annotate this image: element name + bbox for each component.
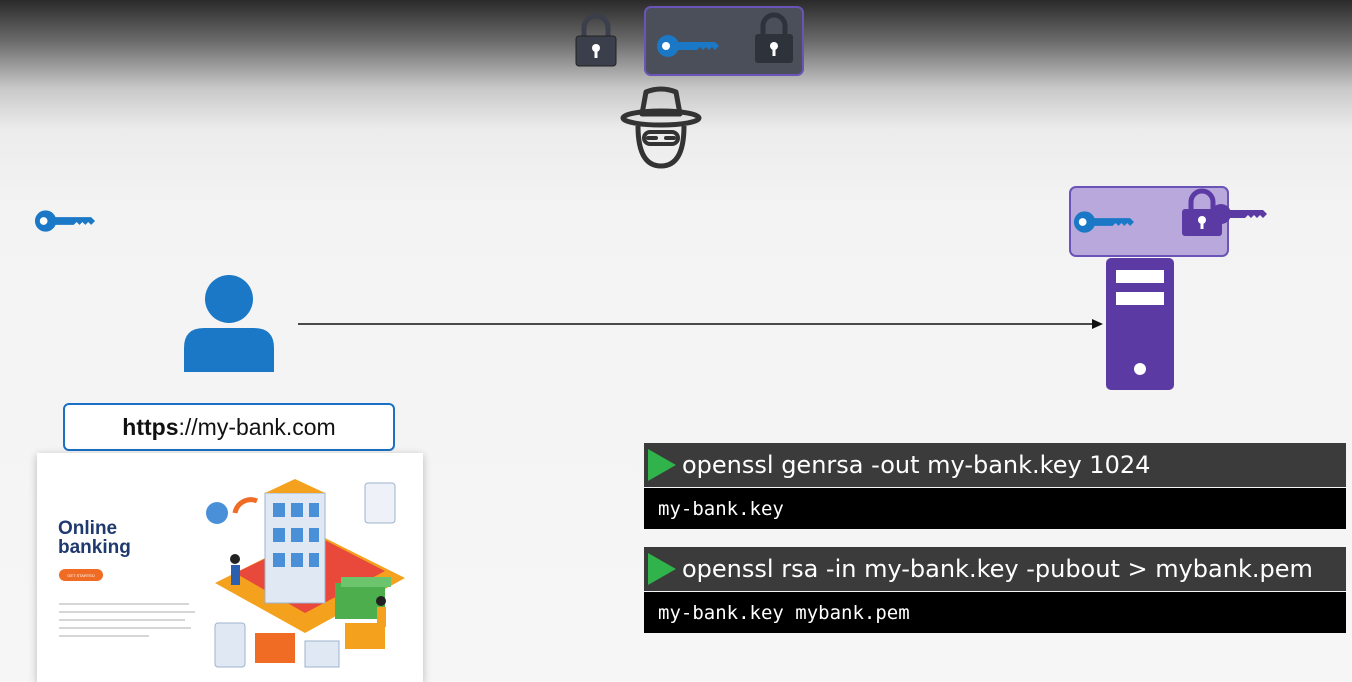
terminal-output: my-bank.key mybank.pem [644,592,1346,633]
key-icon [1211,204,1267,224]
url-scheme: https [122,413,179,440]
play-icon [648,553,676,585]
terminal-output: my-bank.key [644,488,1346,529]
text-line [59,635,149,637]
connection-arrow [298,319,1103,329]
key-icon [657,35,719,57]
padlock-icon [575,13,617,67]
url-bar[interactable]: https://my-bank.com [63,403,395,451]
url-rest: ://my-bank.com [178,413,336,440]
text-line [59,619,185,621]
bank-page-title: Online banking [58,518,131,558]
user-icon [184,275,274,372]
terminal-command-row: openssl rsa -in my-bank.key -pubout > my… [644,547,1346,591]
server-icon [1106,258,1174,390]
isometric-bank-illustration [206,479,405,668]
key-icon [34,210,95,232]
terminal-command: openssl rsa -in my-bank.key -pubout > my… [682,555,1313,583]
padlock-icon [755,12,793,63]
text-line [59,611,195,613]
text-line [59,603,189,605]
bank-website-preview: Online banking GET STARTED [37,453,423,682]
terminal-command-row: openssl genrsa -out my-bank.key 1024 [644,443,1346,487]
key-icon [1073,211,1134,233]
get-started-button[interactable]: GET STARTED [59,569,103,581]
play-icon [648,449,676,481]
hacker-icon [620,86,702,169]
terminal-command: openssl genrsa -out my-bank.key 1024 [682,451,1151,479]
text-line [59,627,191,629]
